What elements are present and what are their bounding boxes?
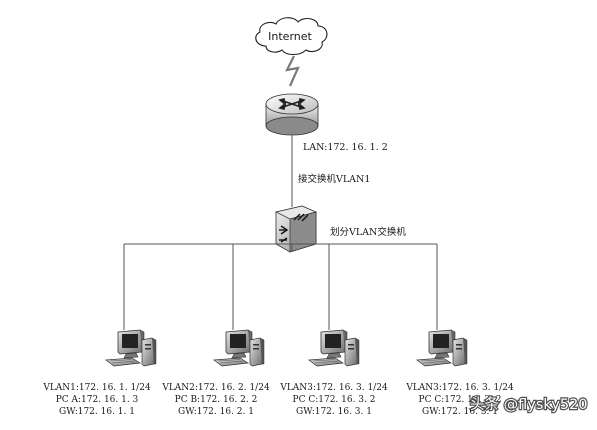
- pc-b-vlan: VLAN2:172. 16. 2. 1/24: [161, 383, 270, 393]
- pc-d-vlan: VLAN3:172. 16. 3. 1/24: [405, 383, 514, 393]
- pc-b-labels: VLAN2:172. 16. 2. 1/24 PC B:172. 16. 2. …: [161, 383, 270, 417]
- pc-d-labels: VLAN3:172. 16. 3. 1/24 PC C:172. 16. 3. …: [405, 383, 514, 417]
- pc-a-icon: [105, 329, 157, 367]
- router-icon: [265, 93, 319, 136]
- uplink-label: 接交换机VLAN1: [298, 173, 370, 185]
- pc-d-gw: GW:172. 16. 3. 1: [422, 407, 498, 417]
- router-lan-label: LAN:172. 16. 1. 2: [303, 142, 388, 153]
- pc-b-ip: PC B:172. 16. 2. 2: [175, 395, 258, 405]
- watermark-text: 头条 @flysky520: [470, 396, 588, 413]
- watermark: 头条 @flysky520: [469, 395, 589, 414]
- pc-a-labels: VLAN1:172. 16. 1. 1/24 PC A:172. 16. 1. …: [42, 383, 151, 417]
- switch-label: 划分VLAN交换机: [330, 226, 406, 238]
- pc-b-gw: GW:172. 16. 2. 1: [178, 407, 254, 417]
- pc-b-icon: [213, 329, 265, 367]
- pc-a-vlan: VLAN1:172. 16. 1. 1/24: [42, 383, 151, 393]
- pc-c-labels: VLAN3:172. 16. 3. 1/24 PC C:172. 16. 3. …: [279, 383, 388, 417]
- wan-link-icon: [285, 55, 300, 87]
- pc-c-gw: GW:172. 16. 3. 1: [296, 407, 372, 417]
- pc-d-ip: PC C:172. 16. 3. 2: [419, 395, 502, 405]
- pc-a-ip: PC A:172. 16. 1. 3: [56, 395, 139, 405]
- pc-c-ip: PC C:172. 16. 3. 2: [293, 395, 376, 405]
- distribution-cables: [123, 243, 438, 330]
- internet-label: Internet: [268, 30, 312, 43]
- pc-d-icon: [416, 329, 468, 367]
- pc-a-gw: GW:172. 16. 1. 1: [59, 407, 135, 417]
- pc-c-icon: [308, 329, 360, 367]
- internet-cloud: Internet: [255, 17, 328, 56]
- pc-c-vlan: VLAN3:172. 16. 3. 1/24: [279, 383, 388, 393]
- switch-icon: [274, 205, 318, 253]
